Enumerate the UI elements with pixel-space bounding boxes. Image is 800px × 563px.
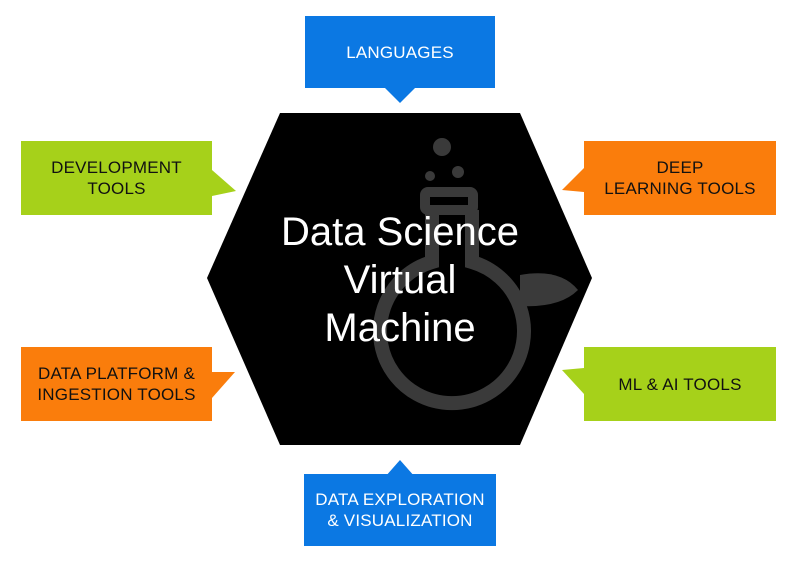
data-platform-callout: DATA PLATFORM & INGESTION TOOLS — [21, 347, 212, 421]
center-title-line-1: Data Science — [281, 210, 519, 254]
center-title: Data Science Virtual Machine — [250, 208, 550, 352]
development-tools-pointer — [212, 170, 236, 196]
ml-ai-tools-label: ML & AI TOOLS — [618, 374, 742, 394]
data-exploration-label-line-2: & VISUALIZATION — [327, 511, 473, 530]
deep-learning-tools-label-line-2: LEARNING TOOLS — [604, 179, 756, 198]
center-title-line-2: Virtual — [343, 258, 457, 302]
data-platform-pointer — [212, 372, 235, 398]
languages-label: LANGUAGES — [346, 42, 454, 62]
data-exploration-callout: DATA EXPLORATION & VISUALIZATION — [304, 474, 496, 546]
deep-learning-tools-callout: DEEP LEARNING TOOLS — [584, 141, 776, 215]
flask-icon — [373, 138, 578, 411]
data-platform-label-line-2: INGESTION TOOLS — [37, 385, 196, 404]
deep-learning-tools-label-line-1: DEEP — [656, 158, 704, 177]
center-title-line-3: Machine — [324, 306, 476, 350]
data-platform-label-line-1: DATA PLATFORM & — [38, 364, 195, 383]
development-tools-callout: DEVELOPMENT TOOLS — [21, 141, 212, 215]
languages-callout: LANGUAGES — [305, 16, 495, 88]
languages-pointer — [385, 88, 415, 103]
development-tools-label-line-2: TOOLS — [87, 179, 146, 198]
data-exploration-pointer — [385, 460, 415, 477]
data-exploration-label-line-1: DATA EXPLORATION — [315, 490, 485, 509]
ml-ai-tools-callout: ML & AI TOOLS — [584, 347, 776, 421]
deep-learning-tools-pointer — [562, 168, 584, 192]
ml-ai-tools-pointer — [562, 368, 584, 394]
development-tools-label-line-1: DEVELOPMENT — [51, 158, 182, 177]
